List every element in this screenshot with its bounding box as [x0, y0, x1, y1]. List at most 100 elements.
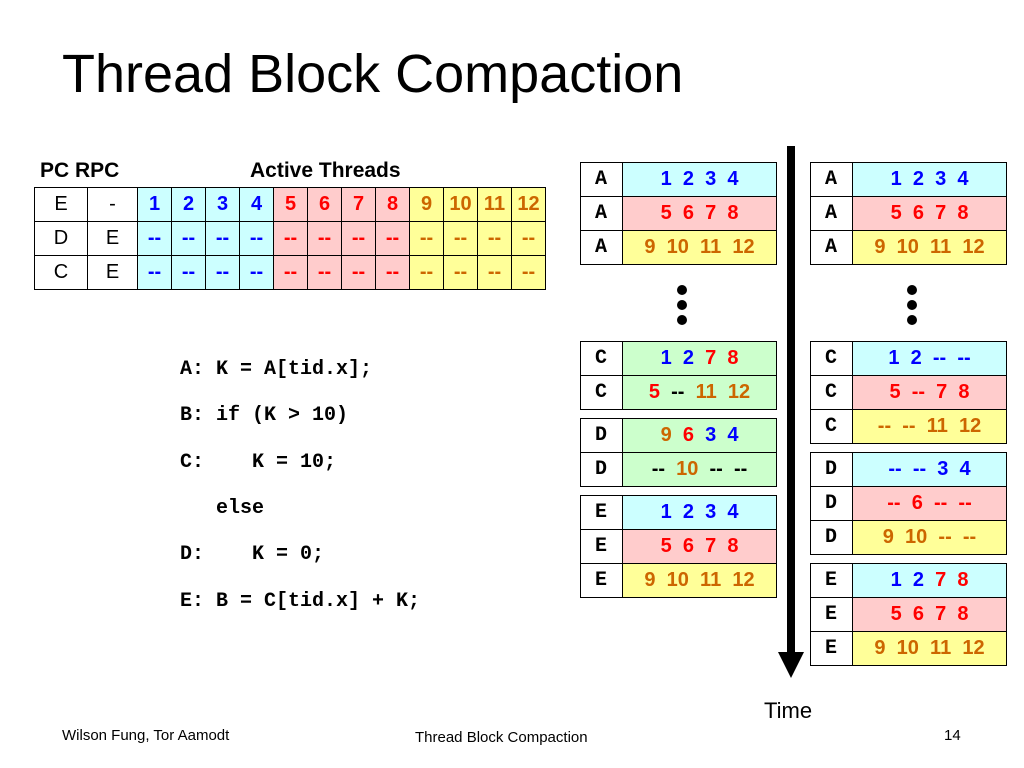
warp-threads: 5 6 7 8	[622, 196, 777, 231]
thread-id: 1	[888, 347, 900, 369]
warp-pc: D	[810, 486, 853, 521]
thread-id: --	[958, 492, 972, 514]
thread-id: 10	[896, 236, 919, 258]
thread-id: 9	[644, 569, 656, 591]
warp-pc: D	[580, 452, 623, 487]
thread-id: 4	[727, 424, 739, 446]
warp-threads: 5 -- 11 12	[622, 375, 777, 410]
warp-pc: E	[580, 495, 623, 530]
thread-id: --	[651, 458, 666, 480]
thread-cell: --	[307, 255, 342, 290]
thread-id: 3	[705, 168, 717, 190]
stack-row: E - 1 2 3 4 5 6 7 8 9 10 11 12	[34, 187, 546, 222]
thread-id: 9	[874, 637, 886, 659]
code-line: else	[180, 497, 265, 520]
thread-id: --	[733, 458, 748, 480]
warp-pc: A	[810, 196, 853, 231]
thread-id: 11	[930, 236, 952, 258]
thread-id: 4	[959, 458, 971, 480]
thread-cell: 5	[273, 187, 308, 222]
stack-pc: E	[34, 187, 88, 222]
thread-id: 2	[912, 569, 924, 591]
thread-cell: --	[205, 221, 240, 256]
footer-authors: Wilson Fung, Tor Aamodt	[62, 727, 230, 744]
warp-pc: D	[580, 418, 623, 453]
thread-id: 6	[682, 424, 694, 446]
thread-id: 9	[660, 424, 672, 446]
thread-cell: --	[443, 255, 478, 290]
thread-cell: --	[137, 221, 172, 256]
thread-id: 8	[727, 535, 739, 557]
thread-id: --	[912, 458, 927, 480]
warp-pc: A	[580, 230, 623, 265]
thread-cell: --	[239, 221, 274, 256]
thread-id: 2	[910, 347, 922, 369]
stack-pc: D	[34, 221, 88, 256]
warp-pc: C	[580, 375, 623, 410]
thread-id: --	[709, 458, 723, 480]
thread-id: 10	[676, 458, 699, 480]
thread-id: 1	[660, 501, 672, 523]
thread-id: 12	[962, 637, 985, 659]
thread-id: 12	[958, 415, 982, 437]
warp-threads: 9 10 11 12	[622, 230, 777, 265]
thread-id: 10	[666, 236, 689, 258]
thread-cell: --	[511, 255, 546, 290]
warp-row: C-- -- 11 12	[810, 409, 1007, 444]
thread-id: 6	[911, 492, 923, 514]
thread-id: 8	[958, 381, 970, 403]
footer-title: Thread Block Compaction	[415, 729, 588, 746]
thread-cell: 12	[511, 187, 546, 222]
thread-cell: 10	[443, 187, 478, 222]
warp-threads: 1 2 3 4	[622, 162, 777, 197]
warp-threads: 9 10 11 12	[622, 563, 777, 598]
thread-id: 8	[957, 603, 969, 625]
warp-pc: E	[810, 631, 853, 666]
warp-threads: 9 6 3 4	[622, 418, 777, 453]
warp-row: D-- 6 -- --	[810, 486, 1007, 521]
thread-id: --	[938, 526, 952, 548]
pc-rpc-header: PC RPC	[40, 159, 120, 182]
thread-cell: --	[137, 255, 172, 290]
thread-id: 4	[727, 501, 739, 523]
thread-cell: --	[477, 255, 512, 290]
thread-cell: --	[307, 221, 342, 256]
warp-pc: C	[580, 341, 623, 376]
thread-id: 7	[705, 202, 717, 224]
thread-id: 8	[727, 202, 739, 224]
thread-cell: 7	[341, 187, 376, 222]
warp-threads: 5 -- 7 8	[852, 375, 1007, 410]
warp-threads: 1 2 3 4	[622, 495, 777, 530]
thread-cell: 1	[137, 187, 172, 222]
thread-id: 2	[682, 501, 694, 523]
thread-cell: --	[239, 255, 274, 290]
warp-threads: 1 2 -- --	[852, 341, 1007, 376]
thread-cell: --	[341, 255, 376, 290]
active-threads-header: Active Threads	[250, 159, 401, 182]
thread-id: --	[932, 347, 947, 369]
stack-row: D E -- -- -- -- -- -- -- -- -- -- -- --	[34, 221, 546, 256]
thread-id: 2	[912, 168, 924, 190]
warp-threads: -- -- 3 4	[852, 452, 1007, 487]
thread-cell: 6	[307, 187, 342, 222]
thread-id: 11	[930, 637, 952, 659]
warp-pc: A	[810, 230, 853, 265]
thread-cell: 9	[409, 187, 444, 222]
warp-threads: 5 6 7 8	[852, 597, 1007, 632]
thread-id: 5	[648, 381, 660, 403]
thread-id: 7	[705, 347, 717, 369]
thread-id: 8	[957, 202, 969, 224]
thread-cell: 11	[477, 187, 512, 222]
stack-pc: C	[34, 255, 88, 290]
warp-threads: -- 6 -- --	[852, 486, 1007, 521]
thread-id: --	[671, 381, 685, 403]
thread-id: 1	[660, 168, 672, 190]
